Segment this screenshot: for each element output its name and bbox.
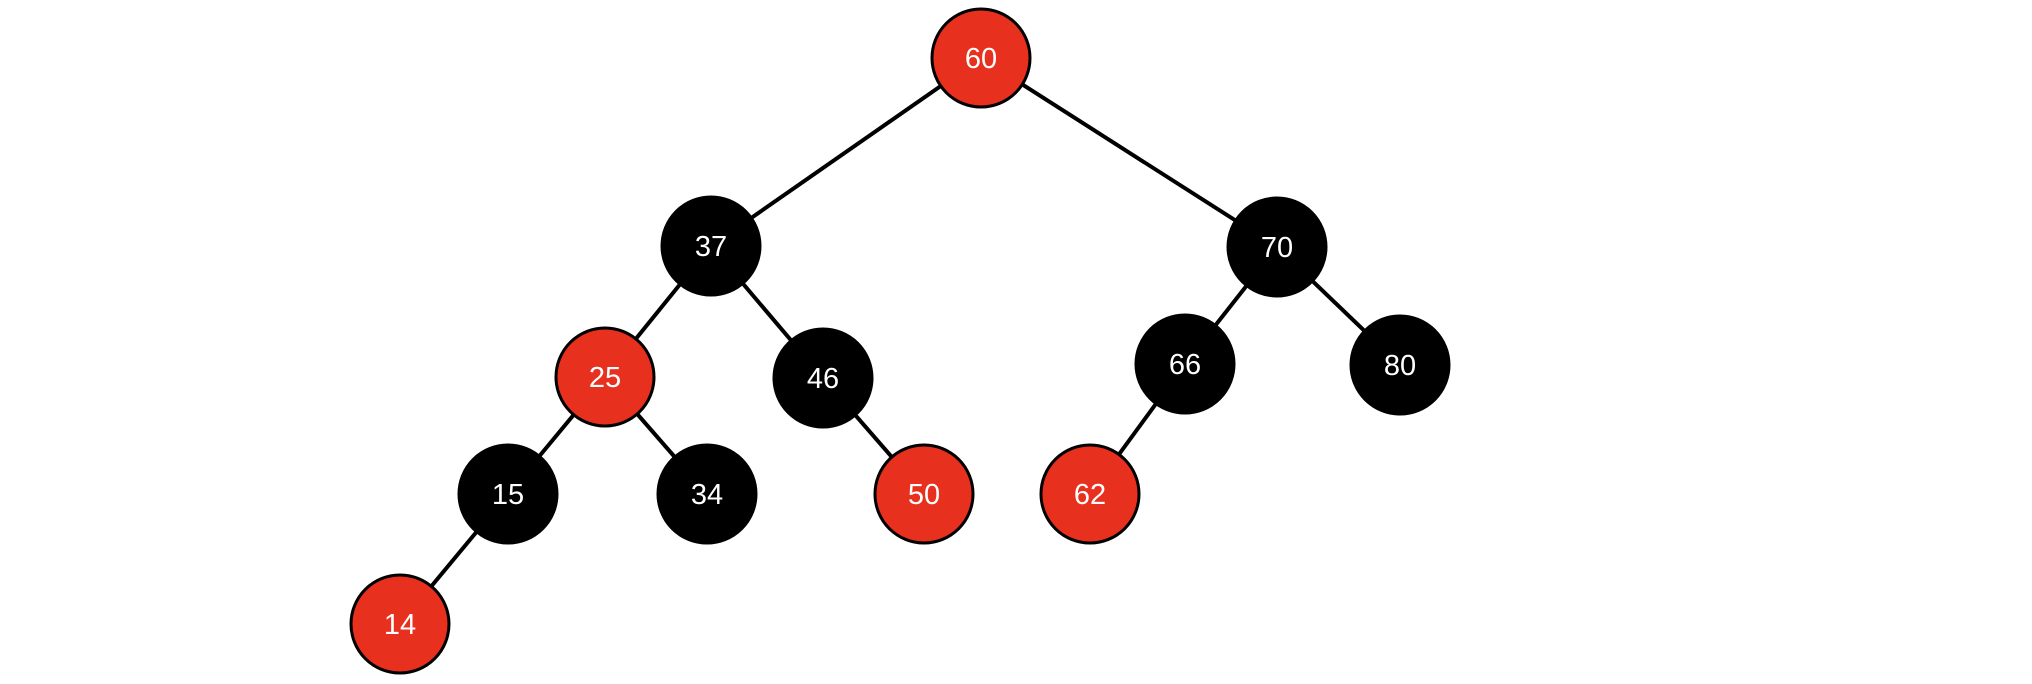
red-node-circle[interactable] <box>554 326 656 428</box>
red-node-circle[interactable] <box>930 7 1032 109</box>
node-value-label: 46 <box>807 363 839 395</box>
tree-nodes-group: 60 37 70 25 46 66 80 15 34 50 62 14 <box>349 7 1451 675</box>
black-node-circle[interactable] <box>1134 313 1236 415</box>
black-node-circle[interactable] <box>1349 314 1451 416</box>
tree-node[interactable]: 46 <box>772 327 874 429</box>
red-node-circle[interactable] <box>873 443 975 545</box>
tree-node[interactable]: 25 <box>554 326 656 428</box>
black-node-circle[interactable] <box>656 443 758 545</box>
node-value-label: 80 <box>1384 350 1416 382</box>
tree-node[interactable]: 70 <box>1226 196 1328 298</box>
tree-node[interactable]: 14 <box>349 573 451 675</box>
tree-node[interactable]: 80 <box>1349 314 1451 416</box>
tree-node[interactable]: 15 <box>457 443 559 545</box>
node-value-label: 62 <box>1074 479 1106 511</box>
node-value-label: 14 <box>384 609 416 641</box>
black-node-circle[interactable] <box>1226 196 1328 298</box>
tree-node[interactable]: 50 <box>873 443 975 545</box>
node-value-label: 25 <box>589 362 621 394</box>
node-value-label: 60 <box>965 43 997 75</box>
tree-node[interactable]: 60 <box>930 7 1032 109</box>
tree-node[interactable]: 66 <box>1134 313 1236 415</box>
node-value-label: 34 <box>691 479 723 511</box>
red-node-circle[interactable] <box>349 573 451 675</box>
tree-node[interactable]: 37 <box>660 195 762 297</box>
black-node-circle[interactable] <box>772 327 874 429</box>
node-value-label: 66 <box>1169 349 1201 381</box>
tree-edge <box>709 56 983 248</box>
node-value-label: 70 <box>1261 232 1293 264</box>
black-node-circle[interactable] <box>457 443 559 545</box>
node-value-label: 15 <box>492 479 524 511</box>
node-value-label: 37 <box>695 231 727 263</box>
red-node-circle[interactable] <box>1039 443 1141 545</box>
tree-node[interactable]: 62 <box>1039 443 1141 545</box>
tree-node[interactable]: 34 <box>656 443 758 545</box>
black-node-circle[interactable] <box>660 195 762 297</box>
tree-edge <box>979 56 1279 249</box>
node-value-label: 50 <box>908 479 940 511</box>
tree-edges-group <box>398 56 1402 626</box>
